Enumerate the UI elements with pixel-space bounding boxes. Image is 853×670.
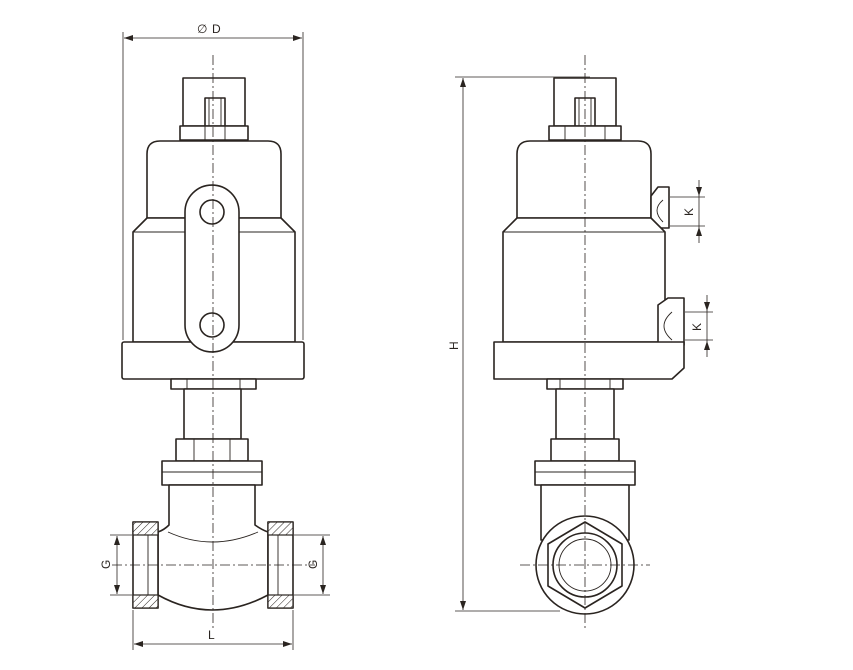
indicator-nut [204,97,226,127]
thread-label-left: G [99,560,113,569]
side-stem-housing [555,388,615,440]
actuator-cover [146,140,282,219]
diameter-label: D [212,22,221,36]
side-actuator-flange [493,341,685,380]
bonnet-flange [161,460,263,486]
side-actuator-housing [502,217,666,343]
side-actuator-cover [516,140,652,219]
length-label: L [208,628,215,642]
height-label: H [447,341,461,350]
indicator-base [179,125,249,141]
lower-air-port [657,297,685,346]
lower-pivot-pin [199,312,225,338]
diameter-dimension: ∅ D [122,22,304,340]
hex-nut [175,438,249,462]
stem-housing [183,388,242,440]
front-view: ∅ D [99,22,330,650]
side-view: H K K [447,55,713,628]
lever-arm [184,184,240,353]
thread-label-right: G [306,560,320,569]
lock-ring [170,378,257,390]
port-label-bottom: K [690,323,704,331]
upper-pivot-pin [199,199,225,225]
diameter-symbol: ∅ [197,22,207,36]
port-label-top: K [682,208,696,216]
